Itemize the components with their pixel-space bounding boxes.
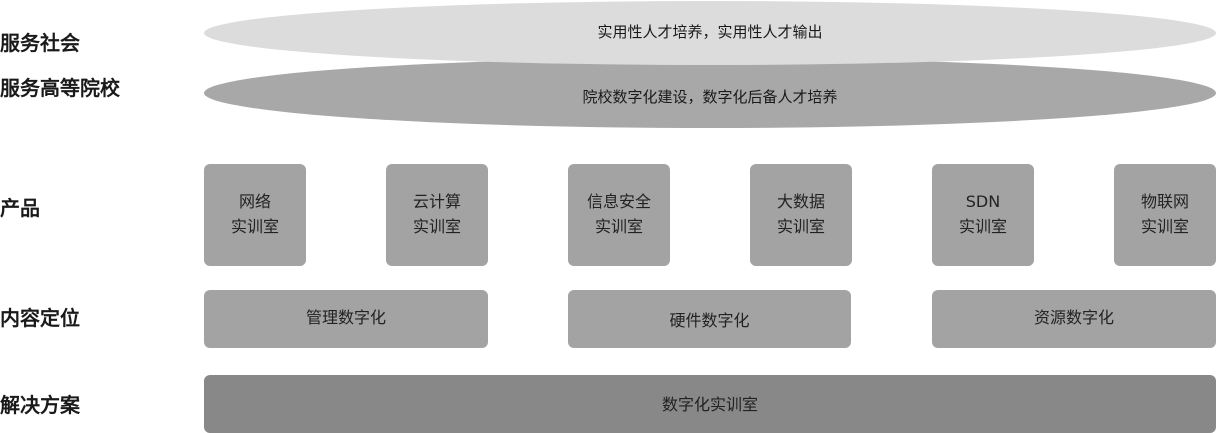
product-cloud-lab: 云计算 实训室 — [386, 164, 488, 266]
product-bigdata-lab: 大数据 实训室 — [750, 164, 852, 266]
product-line2: 实训室 — [958, 217, 1007, 236]
row-label-products: 产品 — [0, 196, 40, 220]
row-label-serve-universities: 服务高等院校 — [0, 76, 120, 100]
product-line2: 实训室 — [1140, 217, 1189, 236]
row-label-content-positioning: 内容定位 — [0, 306, 80, 330]
content-hardware-digitalization: 硬件数字化 — [568, 290, 851, 348]
content-resource-digitalization: 资源数字化 — [932, 290, 1216, 348]
product-line1: 物联网 — [1140, 192, 1189, 212]
product-iot-lab: 物联网 实训室 — [1114, 164, 1216, 266]
ellipse-society-text: 实用性人才培养，实用性人才输出 — [597, 22, 823, 41]
solution-digital-lab: 数字化实训室 — [204, 375, 1216, 433]
product-line1: 网络 — [238, 192, 271, 212]
product-sdn-lab: SDN 实训室 — [932, 164, 1034, 266]
product-line1: 大数据 — [776, 192, 825, 212]
product-security-lab: 信息安全 实训室 — [568, 164, 670, 266]
product-line1: SDN — [965, 192, 1001, 212]
product-line1: 信息安全 — [586, 192, 651, 212]
product-line1: 云计算 — [412, 192, 461, 212]
content-label: 资源数字化 — [1033, 307, 1114, 327]
ellipse-universities: 院校数字化建设，数字化后备人才培养 — [204, 58, 1216, 128]
ellipse-society: 实用性人才培养，实用性人才输出 — [204, 1, 1216, 65]
product-network-lab: 网络 实训室 — [204, 164, 306, 266]
product-line2: 实训室 — [412, 217, 461, 236]
content-management-digitalization: 管理数字化 — [204, 290, 488, 348]
row-label-serve-society: 服务社会 — [0, 31, 80, 55]
content-label: 硬件数字化 — [669, 310, 750, 330]
ellipse-universities-text: 院校数字化建设，数字化后备人才培养 — [582, 87, 838, 106]
product-line2: 实训室 — [776, 217, 825, 236]
row-label-solution: 解决方案 — [0, 393, 80, 417]
solution-label: 数字化实训室 — [661, 394, 758, 414]
product-line2: 实训室 — [594, 217, 643, 236]
product-line2: 实训室 — [230, 217, 279, 236]
content-label: 管理数字化 — [305, 307, 386, 327]
